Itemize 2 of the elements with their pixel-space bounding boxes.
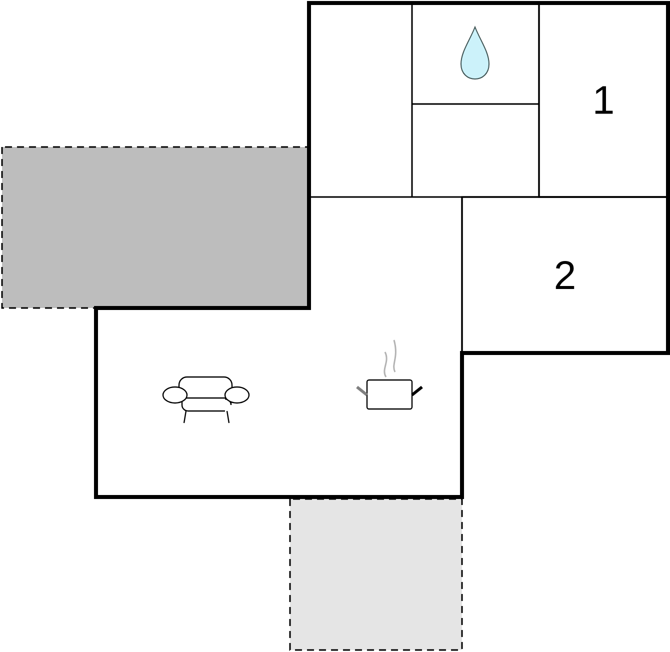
- room: 2: [461, 196, 669, 354]
- room: 1: [538, 2, 669, 198]
